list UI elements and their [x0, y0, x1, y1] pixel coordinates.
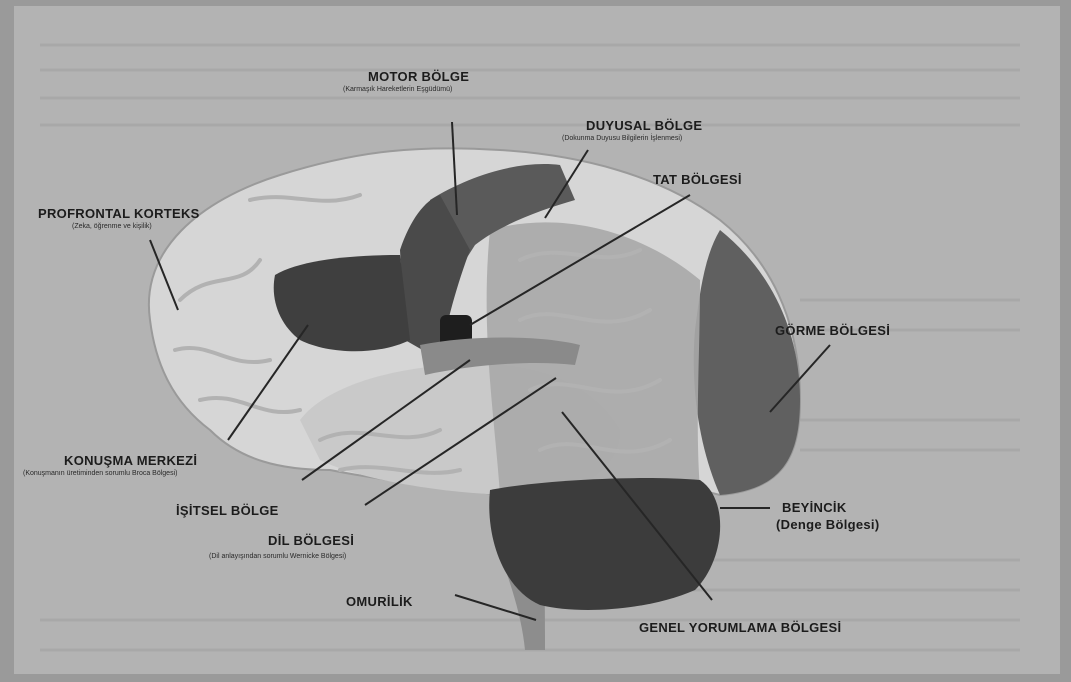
label-tat: TAT BÖLGESİ	[653, 172, 742, 187]
sublabel-konusma: (Konuşmanın üretiminden sorumlu Broca Bö…	[23, 470, 177, 477]
label-dil: DİL BÖLGESİ	[268, 533, 354, 548]
visual-region	[694, 230, 800, 495]
sublabel-prefrontal: (Zeka, öğrenme ve kişilik)	[72, 223, 152, 230]
sublabel-beyincik: (Denge Bölgesi)	[776, 517, 879, 532]
sublabel-dil: (Dil anlayışından sorumlu Wernicke Bölge…	[209, 553, 346, 560]
label-genel: GENEL YORUMLAMA BÖLGESİ	[639, 620, 841, 635]
label-beyincik: BEYİNCİK	[782, 500, 847, 515]
label-omurilik: OMURİLİK	[346, 594, 413, 609]
label-duyusal: DUYUSAL BÖLGE	[586, 118, 702, 133]
cerebellum	[489, 478, 720, 610]
label-gorme: GÖRME BÖLGESİ	[775, 323, 890, 338]
label-konusma: KONUŞMA MERKEZİ	[64, 453, 197, 468]
sublabel-motor: (Karmaşık Hareketlerin Eşgüdümü)	[343, 86, 452, 93]
label-prefrontal: PROFRONTAL KORTEKS	[38, 206, 200, 221]
label-motor: MOTOR BÖLGE	[368, 69, 469, 84]
sublabel-duyusal: (Dokunma Duyusu Bilgilerin İşlenmesi)	[562, 135, 682, 142]
label-isitsel: İŞİTSEL BÖLGE	[176, 503, 279, 518]
